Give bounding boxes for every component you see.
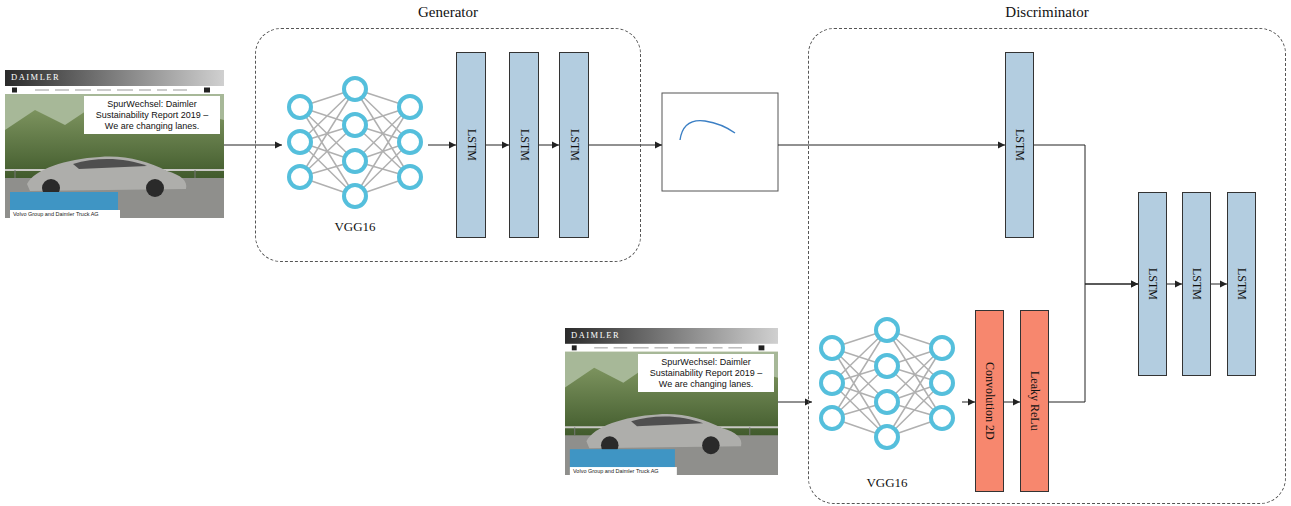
arrowhead: [1131, 281, 1138, 288]
arrowhead: [968, 399, 975, 406]
activation-layer: Leaky ReLu: [1020, 310, 1049, 492]
node-label: LSTM: [1234, 268, 1249, 300]
node-label: VGG16: [282, 219, 428, 235]
arrow-connector: [224, 142, 282, 149]
arrow-connector: [1034, 145, 1138, 288]
arrowhead: [1131, 281, 1138, 288]
connector-line: [1049, 284, 1138, 402]
arrow-connector: [539, 142, 559, 149]
trajectory-curve: [680, 121, 735, 140]
arrow-connector: [486, 142, 509, 149]
arrow-connector: [1211, 281, 1227, 288]
node-label: LSTM: [1189, 268, 1204, 300]
arrowhead: [449, 142, 456, 149]
network-block: VGG16: [812, 316, 962, 491]
group-title: Generator: [256, 4, 640, 21]
webpage-screenshot: DAIMLER SpurWechsel: Daimler Sustainabili…: [565, 328, 778, 475]
arrow-connector: [962, 399, 975, 406]
lstm-layer: LSTM: [1227, 192, 1256, 376]
network-block: VGG16: [282, 75, 428, 235]
network-icon: [289, 78, 421, 207]
webpage-screenshot: [565, 328, 778, 475]
lstm-layer: LSTM: [559, 52, 589, 238]
arrowhead: [1175, 281, 1182, 288]
lstm-layer: LSTM: [509, 52, 539, 238]
trajectory-plot: [662, 93, 778, 191]
screenshot-text: Volvo Group and Daimler Truck AG: [11, 211, 101, 217]
node-label: LSTM: [464, 129, 479, 161]
arrow-connector: [1049, 281, 1138, 403]
lstm-layer: LSTM: [1005, 52, 1034, 238]
webpage-screenshot: [5, 70, 224, 218]
arrow-connector: [1004, 399, 1020, 406]
node-label: LSTM: [517, 129, 532, 161]
conv-layer: Convolution 2D: [975, 310, 1004, 492]
arrowhead: [1013, 399, 1020, 406]
screenshot-text: Volvo Group and Daimler Truck AG: [571, 468, 661, 474]
connector-line: [224, 145, 282, 146]
arrow-connector: [778, 399, 812, 406]
group-frame: GeneratorVGG16LSTMLSTMLSTM: [255, 28, 641, 262]
screenshot-text: SpurWechsel: Daimler Sustainability Repo…: [638, 354, 774, 392]
arrowhead: [502, 142, 509, 149]
arrowhead: [1220, 281, 1227, 288]
screenshot-text: SpurWechsel: Daimler Sustainability Repo…: [84, 96, 220, 134]
lstm-layer: LSTM: [1182, 192, 1211, 376]
screenshot-text: DAIMLER: [571, 330, 620, 340]
node-label: Leaky ReLu: [1027, 371, 1042, 431]
webpage-screenshot: DAIMLER SpurWechsel: Daimler Sustainabili…: [5, 70, 224, 218]
node-label: Convolution 2D: [982, 362, 997, 440]
arrowhead: [552, 142, 559, 149]
node-label: LSTM: [1145, 268, 1160, 300]
arrow-connector: [589, 142, 1005, 149]
arrowhead: [655, 142, 662, 149]
network-icon: [821, 319, 953, 448]
lstm-layer: LSTM: [1138, 192, 1167, 376]
group-title: Discriminator: [809, 4, 1285, 21]
lstm-layer: LSTM: [456, 52, 486, 238]
arrow-connector: [1167, 281, 1182, 288]
connector-line: [589, 145, 1005, 146]
arrowhead: [998, 142, 1005, 149]
node-label: VGG16: [812, 475, 962, 491]
connector-line: [1034, 145, 1138, 284]
arrow-connector: [428, 142, 456, 149]
arrowhead: [275, 142, 282, 149]
node-label: LSTM: [1012, 129, 1027, 161]
group-frame: DiscriminatorLSTMVGG16Convolution 2DLeak…: [808, 28, 1286, 504]
node-label: LSTM: [567, 129, 582, 161]
screenshot-text: DAIMLER: [11, 72, 60, 82]
